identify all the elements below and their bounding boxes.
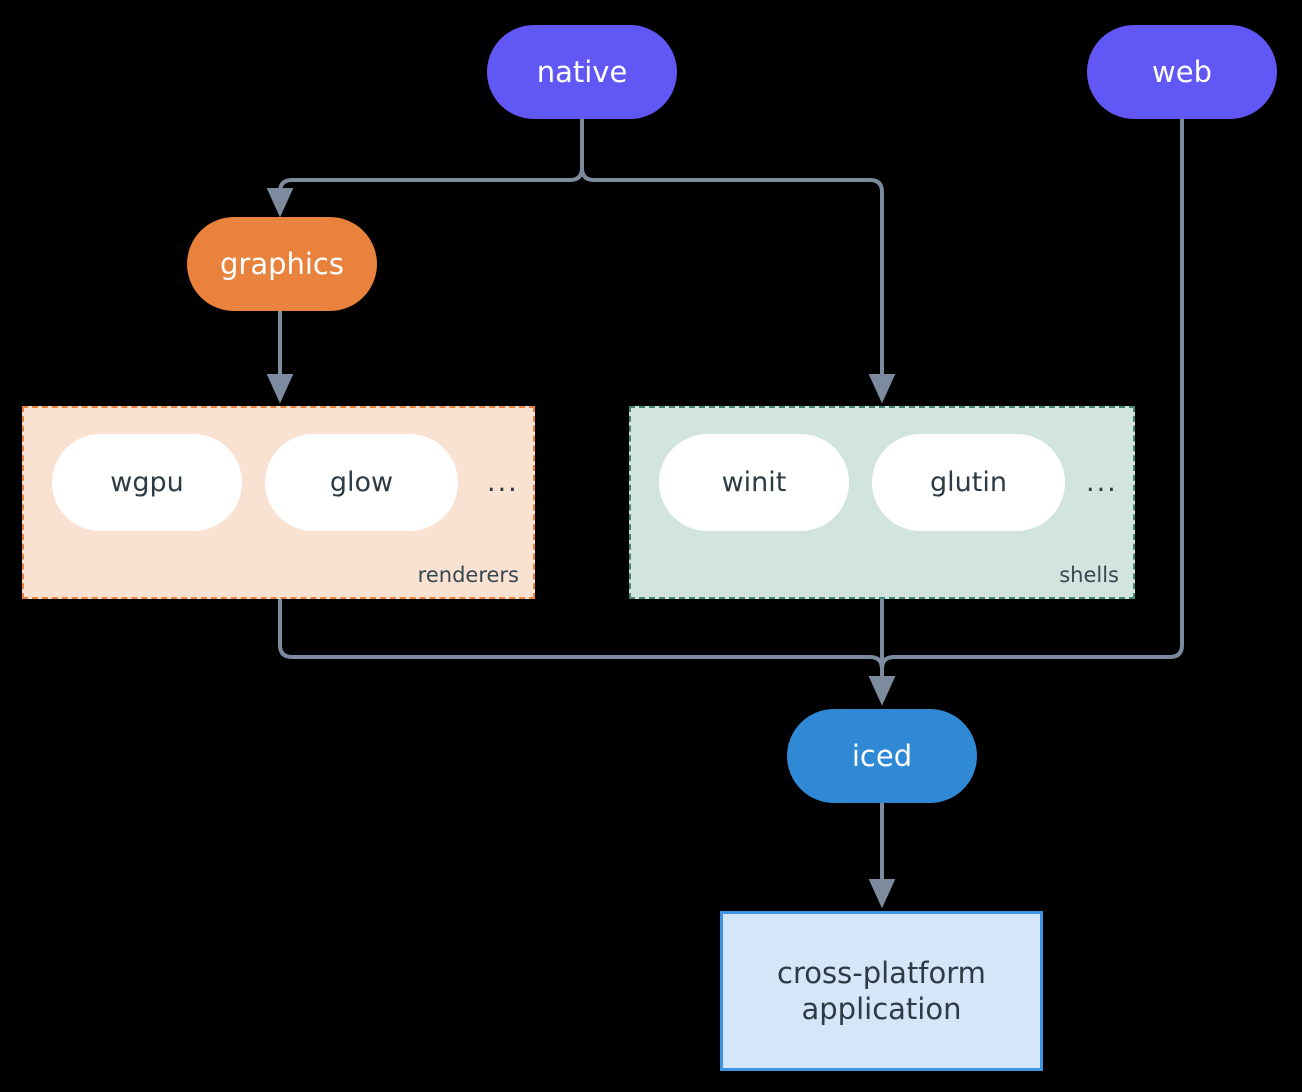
node-native-label: native	[536, 54, 628, 89]
node-glow[interactable]: glow	[265, 434, 458, 531]
edge-native-to-graphics	[266, 117, 584, 218]
node-iced[interactable]: iced	[787, 709, 977, 803]
node-glow-label: glow	[329, 467, 394, 498]
group-renderers: wgpu glow ... renderers	[22, 406, 535, 599]
node-web[interactable]: web	[1087, 25, 1277, 119]
edge-web-to-iced	[868, 117, 1184, 706]
node-web-label: web	[1152, 54, 1212, 89]
shells-overflow-ellipsis: ...	[1086, 467, 1118, 498]
node-wgpu-label: wgpu	[110, 467, 184, 498]
node-wgpu[interactable]: wgpu	[52, 434, 242, 531]
node-cross-platform-application[interactable]: cross-platform application	[720, 911, 1043, 1071]
node-graphics-label: graphics	[219, 246, 344, 281]
edge-renderers-to-iced	[278, 597, 896, 706]
renderers-overflow-ellipsis: ...	[487, 467, 519, 498]
group-renderers-caption: renderers	[417, 563, 519, 587]
group-shells-caption: shells	[1059, 563, 1119, 587]
group-shells: winit glutin ... shells	[629, 406, 1135, 599]
node-native[interactable]: native	[487, 25, 677, 119]
node-graphics[interactable]: graphics	[187, 217, 377, 311]
node-application-label: cross-platform application	[777, 955, 986, 1026]
node-winit-label: winit	[721, 467, 787, 498]
edge-native-to-shells	[580, 117, 896, 404]
node-winit[interactable]: winit	[659, 434, 849, 531]
node-glutin-label: glutin	[930, 467, 1007, 498]
node-glutin[interactable]: glutin	[872, 434, 1065, 531]
node-iced-label: iced	[851, 738, 913, 773]
